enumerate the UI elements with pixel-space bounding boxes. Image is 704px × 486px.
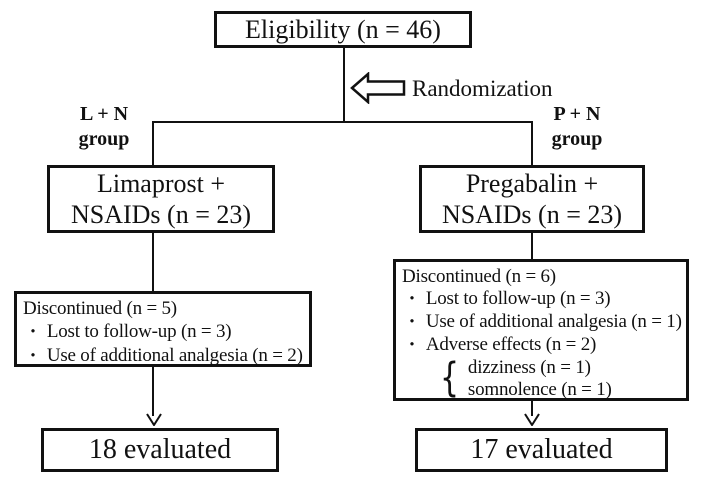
eligibility-label: Eligibility (n = 46) xyxy=(245,14,441,44)
limaprost-arm-box: Limaprost + NSAIDs (n = 23) xyxy=(47,165,275,233)
right-discontinued-title: Discontinued (n = 6) xyxy=(402,266,556,287)
right-discontinued-item: ・ Use of additional analgesia (n = 1) xyxy=(402,311,682,334)
left-group-label-line2: group xyxy=(78,128,130,150)
left-discontinued-item: ・ Use of additional analgesia (n = 2) xyxy=(23,344,303,368)
left-outcome-box: 18 evaluated xyxy=(41,428,279,472)
connector-left-stub xyxy=(152,121,154,166)
bullet-icon: ・ xyxy=(404,314,420,331)
right-discontinued-item: ・ Adverse effects (n = 2) xyxy=(402,334,596,357)
left-discontinued-item-text: Use of additional analgesia (n = 2) xyxy=(46,345,303,366)
right-discontinued-item: ・ Lost to follow-up (n = 3) xyxy=(402,288,611,311)
connector-right-outcome-down xyxy=(531,399,533,416)
connector-right-arm-down xyxy=(531,231,533,260)
left-discontinued-item-text: Lost to follow-up (n = 3) xyxy=(46,321,232,342)
eligibility-box: Eligibility (n = 46) xyxy=(214,11,472,48)
right-discontinued-item-text: Adverse effects (n = 2) xyxy=(425,334,597,355)
limaprost-arm-line2: NSAIDs (n = 23) xyxy=(70,200,252,229)
right-discontinued-item-text: Lost to follow-up (n = 3) xyxy=(425,288,611,309)
right-group-label: P + N group xyxy=(539,102,615,152)
left-outcome-label: 18 evaluated xyxy=(88,434,232,465)
pregabalin-arm-line2: NSAIDs (n = 23) xyxy=(441,200,623,229)
bullet-icon: ・ xyxy=(25,324,41,341)
adverse-effect-item: dizziness (n = 1) xyxy=(467,357,591,378)
left-discontinued-item: ・ Lost to follow-up (n = 3) xyxy=(23,320,232,344)
down-arrowhead-icon xyxy=(146,413,162,426)
left-group-label: L + N group xyxy=(66,102,142,152)
right-discontinued-item-text: Use of additional analgesia (n = 1) xyxy=(425,311,682,332)
bullet-icon: ・ xyxy=(404,291,420,308)
adverse-effects-sub-block: { dizziness (n = 1) somnolence (n = 1) xyxy=(440,355,612,402)
pregabalin-arm-box: Pregabalin + NSAIDs (n = 23) xyxy=(419,165,645,233)
right-outcome-box: 17 evaluated xyxy=(415,428,668,472)
bullet-icon: ・ xyxy=(25,348,41,365)
bullet-icon: ・ xyxy=(404,337,420,354)
limaprost-arm-line1: Limaprost + xyxy=(96,169,226,198)
adverse-effects-sub-items: dizziness (n = 1) somnolence (n = 1) xyxy=(468,357,612,401)
connector-branch-horizontal xyxy=(152,121,533,123)
connector-right-stub xyxy=(531,121,533,166)
down-arrowhead-icon xyxy=(524,413,540,426)
right-outcome-label: 17 evaluated xyxy=(470,434,613,465)
left-group-label-line1: L + N xyxy=(79,103,129,125)
left-discontinued-box: Discontinued (n = 5) ・ Lost to follow-up… xyxy=(14,291,312,367)
left-discontinued-title: Discontinued (n = 5) xyxy=(23,298,177,319)
randomization-arrow-icon xyxy=(350,72,406,104)
connector-eligibility-down xyxy=(343,47,345,123)
right-group-label-line1: P + N xyxy=(553,103,601,125)
randomization-label: Randomization xyxy=(412,76,553,101)
right-group-label-line2: group xyxy=(551,128,603,150)
brace-icon: { xyxy=(440,354,459,402)
adverse-effect-item: somnolence (n = 1) xyxy=(467,379,612,400)
connector-left-outcome-down xyxy=(152,365,154,416)
connector-left-arm-down xyxy=(152,231,154,292)
pregabalin-arm-line1: Pregabalin + xyxy=(465,169,599,198)
right-discontinued-box: Discontinued (n = 6) ・ Lost to follow-up… xyxy=(393,259,689,402)
